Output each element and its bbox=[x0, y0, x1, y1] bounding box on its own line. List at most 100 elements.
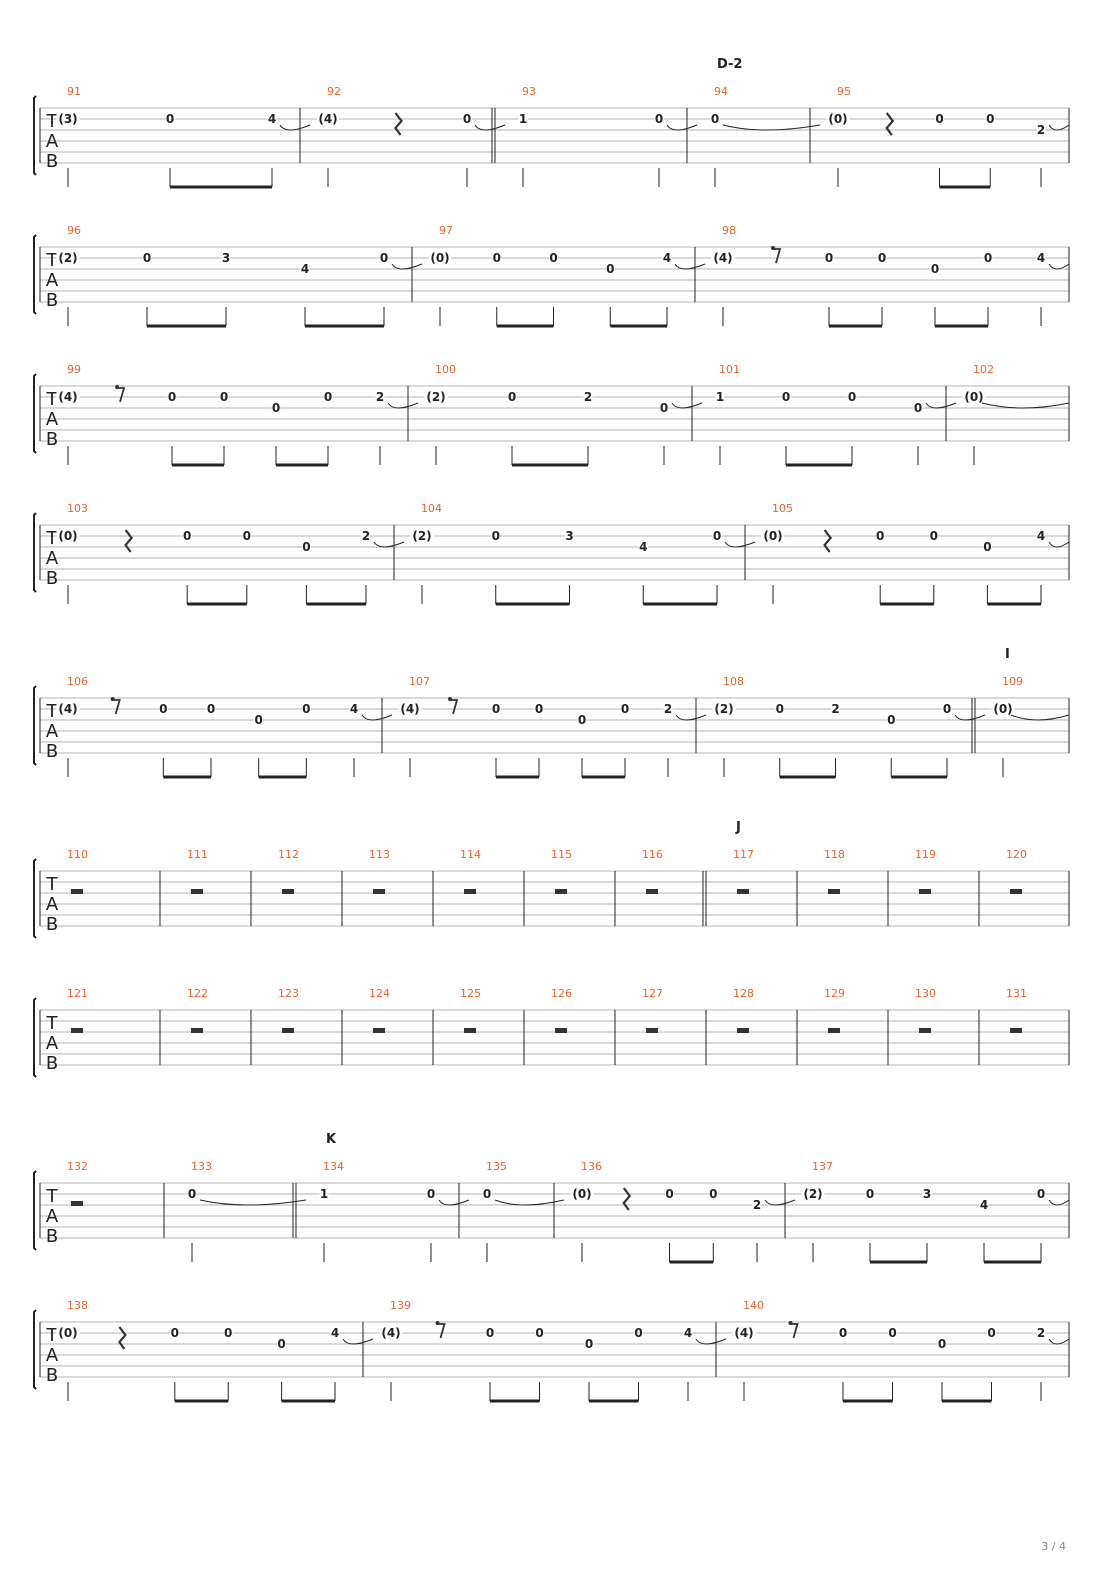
fret-number: 0 bbox=[159, 702, 167, 716]
fret-bg bbox=[492, 252, 502, 264]
fret-number: 0 bbox=[224, 1326, 232, 1340]
fret-bg bbox=[271, 402, 281, 414]
fret-bg bbox=[930, 263, 940, 275]
fret-bg bbox=[801, 1188, 825, 1200]
fret-bg bbox=[935, 113, 944, 125]
fret-number: 4 bbox=[350, 702, 358, 716]
tie-arc bbox=[474, 124, 506, 131]
fret-number: 2 bbox=[362, 529, 370, 543]
fret-bg bbox=[888, 1327, 897, 1339]
fret-bg bbox=[482, 1188, 492, 1200]
quarter-rest bbox=[118, 1326, 127, 1350]
measure-number: 135 bbox=[486, 1160, 507, 1173]
fret-bg bbox=[715, 391, 725, 403]
fret-bg bbox=[620, 703, 630, 715]
tab-clef-letter: A bbox=[46, 1033, 59, 1054]
fret-bg bbox=[170, 1327, 180, 1339]
measure-number: 139 bbox=[390, 1299, 411, 1312]
whole-rest bbox=[555, 1028, 567, 1033]
fret-number: 0 bbox=[578, 713, 586, 727]
tie-arc bbox=[925, 402, 957, 409]
fret-number: (4) bbox=[734, 1326, 753, 1340]
tab-clef-letter: B bbox=[46, 914, 58, 935]
fret-number: (2) bbox=[714, 702, 733, 716]
fret-number: 0 bbox=[188, 1187, 196, 1201]
tie-arc bbox=[199, 1199, 307, 1206]
system-bracket bbox=[33, 512, 37, 593]
fret-number: (2) bbox=[58, 251, 77, 265]
fret-bg bbox=[761, 530, 785, 542]
system-bracket bbox=[33, 685, 37, 766]
fret-number: 0 bbox=[324, 390, 332, 404]
measure-number: 101 bbox=[719, 363, 740, 376]
fret-bg bbox=[565, 530, 574, 542]
measure-number: 98 bbox=[722, 224, 736, 237]
fret-bg bbox=[379, 1327, 403, 1339]
fret-number: 0 bbox=[463, 112, 471, 126]
fret-number: 0 bbox=[535, 702, 543, 716]
tab-clef-letter: A bbox=[46, 1345, 59, 1366]
whole-rest bbox=[1010, 889, 1022, 894]
fret-bg bbox=[875, 530, 885, 542]
fret-number: 4 bbox=[980, 1198, 988, 1212]
fret-number: 0 bbox=[621, 702, 629, 716]
section-label: K bbox=[326, 1132, 337, 1147]
fret-number: 0 bbox=[876, 529, 884, 543]
fret-number: 0 bbox=[272, 401, 280, 415]
tie-arc bbox=[391, 263, 423, 270]
fret-number: 0 bbox=[143, 251, 151, 265]
fret-number: 0 bbox=[207, 702, 215, 716]
fret-bg bbox=[752, 1199, 762, 1211]
tab-clef-letter: A bbox=[46, 270, 59, 291]
measure-number: 93 bbox=[522, 85, 536, 98]
fret-number: 0 bbox=[866, 1187, 874, 1201]
tie-arc bbox=[722, 124, 821, 131]
measure-number: 119 bbox=[915, 848, 936, 861]
measure-number: 120 bbox=[1006, 848, 1027, 861]
tie-arc bbox=[342, 1338, 374, 1345]
fret-number: 0 bbox=[782, 390, 790, 404]
fret-bg bbox=[1036, 1327, 1046, 1339]
fret-bg bbox=[877, 252, 887, 264]
fret-bg bbox=[323, 391, 333, 403]
fret-bg bbox=[662, 252, 672, 264]
fret-number: 0 bbox=[171, 1326, 179, 1340]
system-bracket bbox=[33, 95, 37, 176]
fret-bg bbox=[979, 1199, 989, 1211]
tab-clef-letter: B bbox=[46, 741, 58, 762]
measure-number: 136 bbox=[581, 1160, 602, 1173]
whole-rest bbox=[191, 1028, 203, 1033]
fret-bg bbox=[301, 703, 311, 715]
tab-clef-letter: B bbox=[46, 290, 58, 311]
measure-number: 134 bbox=[323, 1160, 344, 1173]
tab-clef-letter: A bbox=[46, 548, 59, 569]
tie-arc bbox=[674, 263, 706, 270]
whole-rest bbox=[71, 889, 83, 894]
fret-number: 3 bbox=[565, 529, 573, 543]
measure-number: 118 bbox=[824, 848, 845, 861]
quarter-rest bbox=[124, 529, 134, 553]
fret-number: 0 bbox=[302, 540, 310, 554]
tab-clef-letter: A bbox=[46, 721, 59, 742]
fret-bg bbox=[638, 541, 648, 553]
fret-bg bbox=[330, 1327, 340, 1339]
tie-arc bbox=[438, 1199, 470, 1206]
fret-bg bbox=[775, 703, 785, 715]
eighth-rest-dot bbox=[771, 246, 775, 250]
fret-number: (0) bbox=[828, 112, 847, 126]
fret-bg bbox=[665, 1188, 674, 1200]
whole-rest bbox=[919, 889, 931, 894]
fret-number: 4 bbox=[331, 1326, 339, 1340]
fret-number: 0 bbox=[166, 112, 174, 126]
eighth-rest-dot bbox=[435, 1321, 440, 1325]
measure-number: 110 bbox=[67, 848, 88, 861]
fret-bg bbox=[507, 391, 517, 403]
fret-number: 0 bbox=[508, 390, 516, 404]
measure-number: 95 bbox=[837, 85, 851, 98]
fret-number: 0 bbox=[984, 251, 992, 265]
